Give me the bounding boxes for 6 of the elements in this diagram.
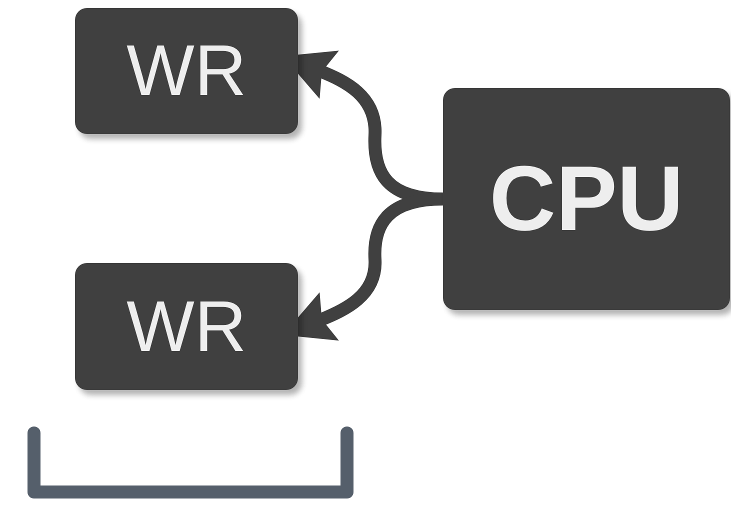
processor-box [443, 88, 730, 310]
node-label: WR [126, 35, 246, 107]
node-label: CPU [489, 153, 684, 245]
register-box [75, 263, 298, 390]
register-box [75, 8, 298, 134]
node-label: WR [126, 290, 246, 362]
